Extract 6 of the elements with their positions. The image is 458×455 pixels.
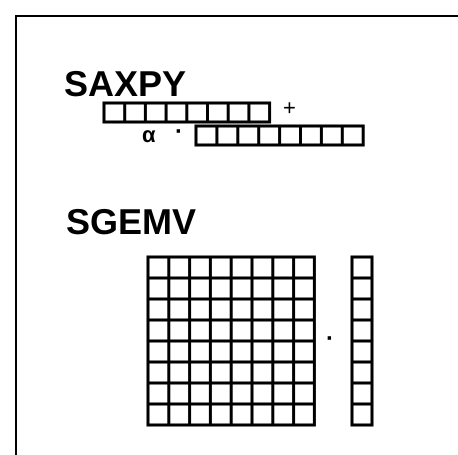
heading: SGEMV [66, 204, 196, 240]
multiply-dot: · [326, 327, 334, 351]
plus-sign: + [283, 97, 296, 119]
scalar-symbol: α [142, 124, 156, 146]
multiply-dot: · [175, 120, 183, 144]
heading: SAXPY [64, 66, 186, 102]
